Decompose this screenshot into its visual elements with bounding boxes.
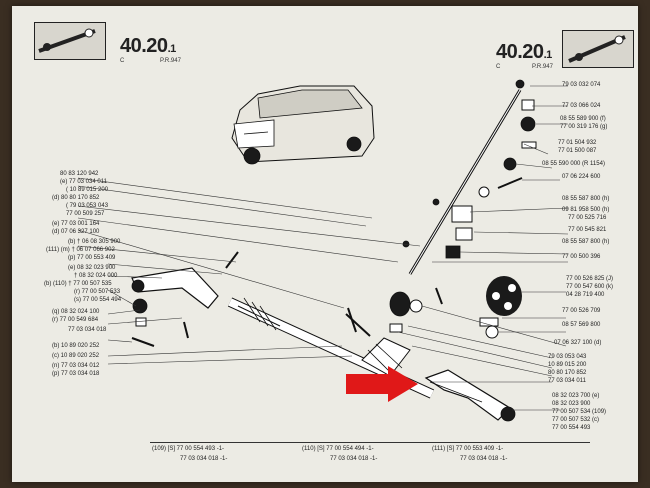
callout-left: (r) 77 00 507 533 xyxy=(74,289,121,295)
bottom-ref-109: (109) [S] 77 00 554 493 -1- xyxy=(152,446,225,452)
callout-right: 79 03 053 043 xyxy=(548,354,587,360)
callout-left: (c) 10 89 020 252 xyxy=(52,353,100,359)
header-pr-right: P.R.947 xyxy=(532,64,553,70)
callout-left: (r) 77 00 549 684 xyxy=(52,317,99,323)
callout-left: (111) (m) † 06 07 066 902 xyxy=(46,247,115,253)
callout-right: 77 03 034 011 xyxy=(548,378,586,384)
bottom-ref-111: (111) [S] 77 00 553 409 -1- xyxy=(432,446,504,452)
callout-right: 08 55 589 900 (f) xyxy=(560,116,606,122)
callout-right: 08 55 587 800 (h) xyxy=(562,196,610,202)
callout-right: 77 00 526 709 xyxy=(562,308,601,314)
bottom-rule xyxy=(150,442,590,443)
callout-left: (s) 77 00 554 494 xyxy=(74,297,122,303)
callout-right: 08 55 587 800 (h) xyxy=(562,239,610,245)
callout-right: 07 06 224 600 xyxy=(562,174,601,180)
bottom-ref-110-sub: 77 03 034 018 -1- xyxy=(330,456,378,462)
callout-right: 77 01 504 932 xyxy=(558,140,597,146)
lower-arm-right-icon xyxy=(424,369,516,422)
callout-left: (b) 10 89 020 252 xyxy=(52,343,100,349)
catalog-page: 40.20.1 C P.R.947 40.20.1 C P.R.947 xyxy=(12,6,638,482)
callout-right: 77 00 525 716 xyxy=(568,215,607,221)
callout-left: 77 00 509 257 xyxy=(66,211,105,217)
callout-left: ( 79 03 053 043 xyxy=(66,203,109,209)
callout-left: (p) 77 03 034 018 xyxy=(52,371,100,377)
callout-right: 77 01 500 087 xyxy=(558,148,597,154)
callout-right: 04 28 719 400 xyxy=(566,292,605,298)
callout-right: 08 32 023 900 xyxy=(552,401,591,407)
callout-left: † 08 32 024 000 xyxy=(74,273,118,279)
callout-right: 09 81 958 500 (h) xyxy=(562,207,610,213)
callout-left: 80 83 120 942 xyxy=(60,171,99,177)
callout-left: (d) 07 06 327 100 xyxy=(52,229,100,235)
section-number-right: 40.20.1 xyxy=(496,41,552,63)
callout-left: ( 10 89 015 200 xyxy=(66,187,109,193)
callout-right: 80 80 170 852 xyxy=(548,370,587,376)
callout-right: 08 32 023 700 (e) xyxy=(552,393,600,399)
callout-left: (b) † 06 08 305 900 xyxy=(68,239,121,245)
callout-left: (d) 80 80 170 852 xyxy=(52,195,100,201)
flexible-coupling-icon xyxy=(486,276,522,316)
callout-left: (e) 77 03 034 011 xyxy=(60,179,107,185)
steering-rack-thumbnail-icon xyxy=(34,22,106,60)
callout-left: (p) 77 00 553 409 xyxy=(68,255,116,261)
callout-right: 07 06 327 100 (d) xyxy=(554,340,602,346)
bottom-ref-109-sub: 77 03 034 018 -1- xyxy=(180,456,228,462)
callout-left: (q) 08 32 024 100 xyxy=(52,309,100,315)
callout-left: 77 03 034 018 xyxy=(68,327,107,333)
callout-right: 79 03 032 074 xyxy=(562,82,601,88)
steering-column-thumbnail-icon xyxy=(562,30,634,68)
callout-right: 77 00 507 532 (c) xyxy=(552,417,600,423)
callout-right: 77 00 554 493 xyxy=(552,425,591,431)
callout-left: (e) 08 32 023 900 xyxy=(68,265,116,271)
callout-right: 77 00 319 176 (g) xyxy=(560,124,608,130)
upper-arm-left-icon xyxy=(131,267,219,309)
section-number-left: 40.20.1 xyxy=(120,35,176,57)
callout-right: 08 55 590 000 (R 1154) xyxy=(542,161,605,167)
callout-right: 77 00 507 534 (109) xyxy=(552,409,607,415)
callout-right: 10 89 015 200 xyxy=(548,362,587,368)
car-illustration-icon xyxy=(231,85,375,165)
callout-right: 77 00 547 600 (k) xyxy=(566,284,614,290)
callout-right: 08 57 569 800 xyxy=(562,322,601,328)
callout-right: 77 00 500 396 xyxy=(562,254,601,260)
header-c-right: C xyxy=(496,64,501,70)
callout-left: (n) 77 03 034 012 xyxy=(52,363,100,369)
callout-right: 77 00 545 821 xyxy=(568,227,607,233)
callout-left: (b) (110) † 77 00 507 535 xyxy=(44,281,112,287)
bottom-ref-111-sub: 77 03 034 018 -1- xyxy=(460,456,508,462)
callout-right: 77 03 066 024 xyxy=(562,103,601,109)
callout-left: (e) 77 03 001 164 xyxy=(52,221,100,227)
bottom-ref-110: (110) [S] 77 00 554 494 -1- xyxy=(302,446,374,452)
header-c-left: C xyxy=(120,58,125,64)
callout-right: 77 00 526 825 (J) xyxy=(566,276,614,282)
header-pr-left: P.R.947 xyxy=(160,58,181,64)
